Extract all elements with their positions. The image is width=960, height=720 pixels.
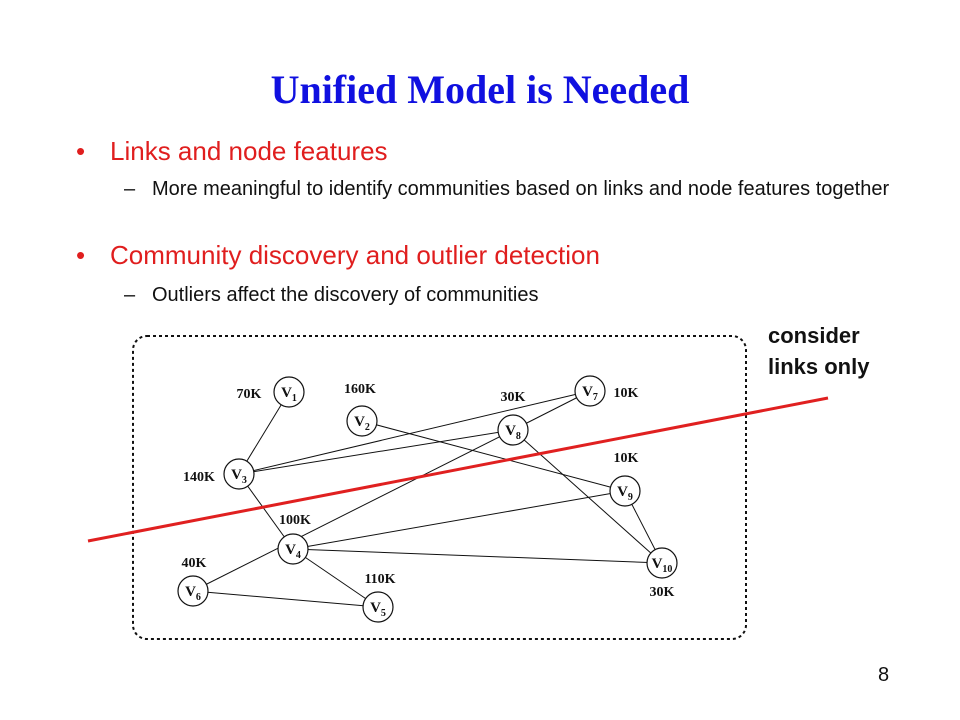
graph-edge-v3-v7: [238, 390, 591, 475]
graph-edge-v8-v6: [192, 429, 514, 592]
node-circle: [646, 547, 678, 579]
node-value-label: 100K: [279, 513, 311, 528]
graph-edge-v8-v10: [512, 429, 663, 564]
graph-edge-v4-v9: [292, 490, 626, 550]
node-value-label: 110K: [364, 572, 395, 587]
side-note-line1: consider: [768, 323, 860, 348]
node-circle: [223, 458, 255, 490]
bullet-text: Links and node features: [110, 136, 388, 166]
bullet-marker: •: [76, 136, 86, 166]
node-value-label: 70K: [237, 387, 262, 402]
graph-edge-v6-v5: [192, 590, 379, 608]
side-note: consider links only: [768, 320, 869, 382]
node-value-label: 40K: [182, 556, 207, 571]
graph-boundary-box: [132, 335, 747, 640]
node-value-label: 140K: [183, 470, 215, 485]
graph-edge-v3-v8: [238, 429, 514, 475]
graph-edge-v2-v9: [361, 420, 626, 492]
graph-edge-v4-v10: [292, 548, 663, 564]
sub-bullet-text: Outliers affect the discovery of communi…: [152, 284, 539, 306]
node-circle: [574, 375, 606, 407]
sub-bullet-marker: –: [124, 284, 136, 306]
node-value-label: 30K: [501, 390, 526, 405]
node-value-label: 160K: [344, 382, 376, 397]
node-circle: [277, 533, 309, 565]
node-circle: [346, 405, 378, 437]
node-value-label: 10K: [614, 386, 639, 401]
node-circle: [609, 475, 641, 507]
node-circle: [497, 414, 529, 446]
bullet-marker: •: [76, 240, 86, 270]
slide-title: Unified Model is Needed: [270, 67, 690, 112]
sub-bullet-text: More meaningful to identify communities …: [152, 178, 890, 200]
graph-edge-v1-v3: [238, 391, 290, 475]
node-circle: [177, 575, 209, 607]
node-value-label: 10K: [614, 451, 639, 466]
node-value-label: 30K: [650, 585, 675, 600]
bullet-text: Community discovery and outlier detectio…: [110, 240, 600, 270]
graph-edges: [192, 390, 663, 608]
cut-line: [87, 396, 829, 543]
graph-edge-v4-v5: [292, 548, 379, 608]
page-number: 8: [878, 664, 890, 686]
node-circle: [273, 376, 305, 408]
side-note-line2: links only: [768, 354, 870, 379]
node-circle: [362, 591, 394, 623]
sub-bullet-marker: –: [124, 178, 136, 200]
